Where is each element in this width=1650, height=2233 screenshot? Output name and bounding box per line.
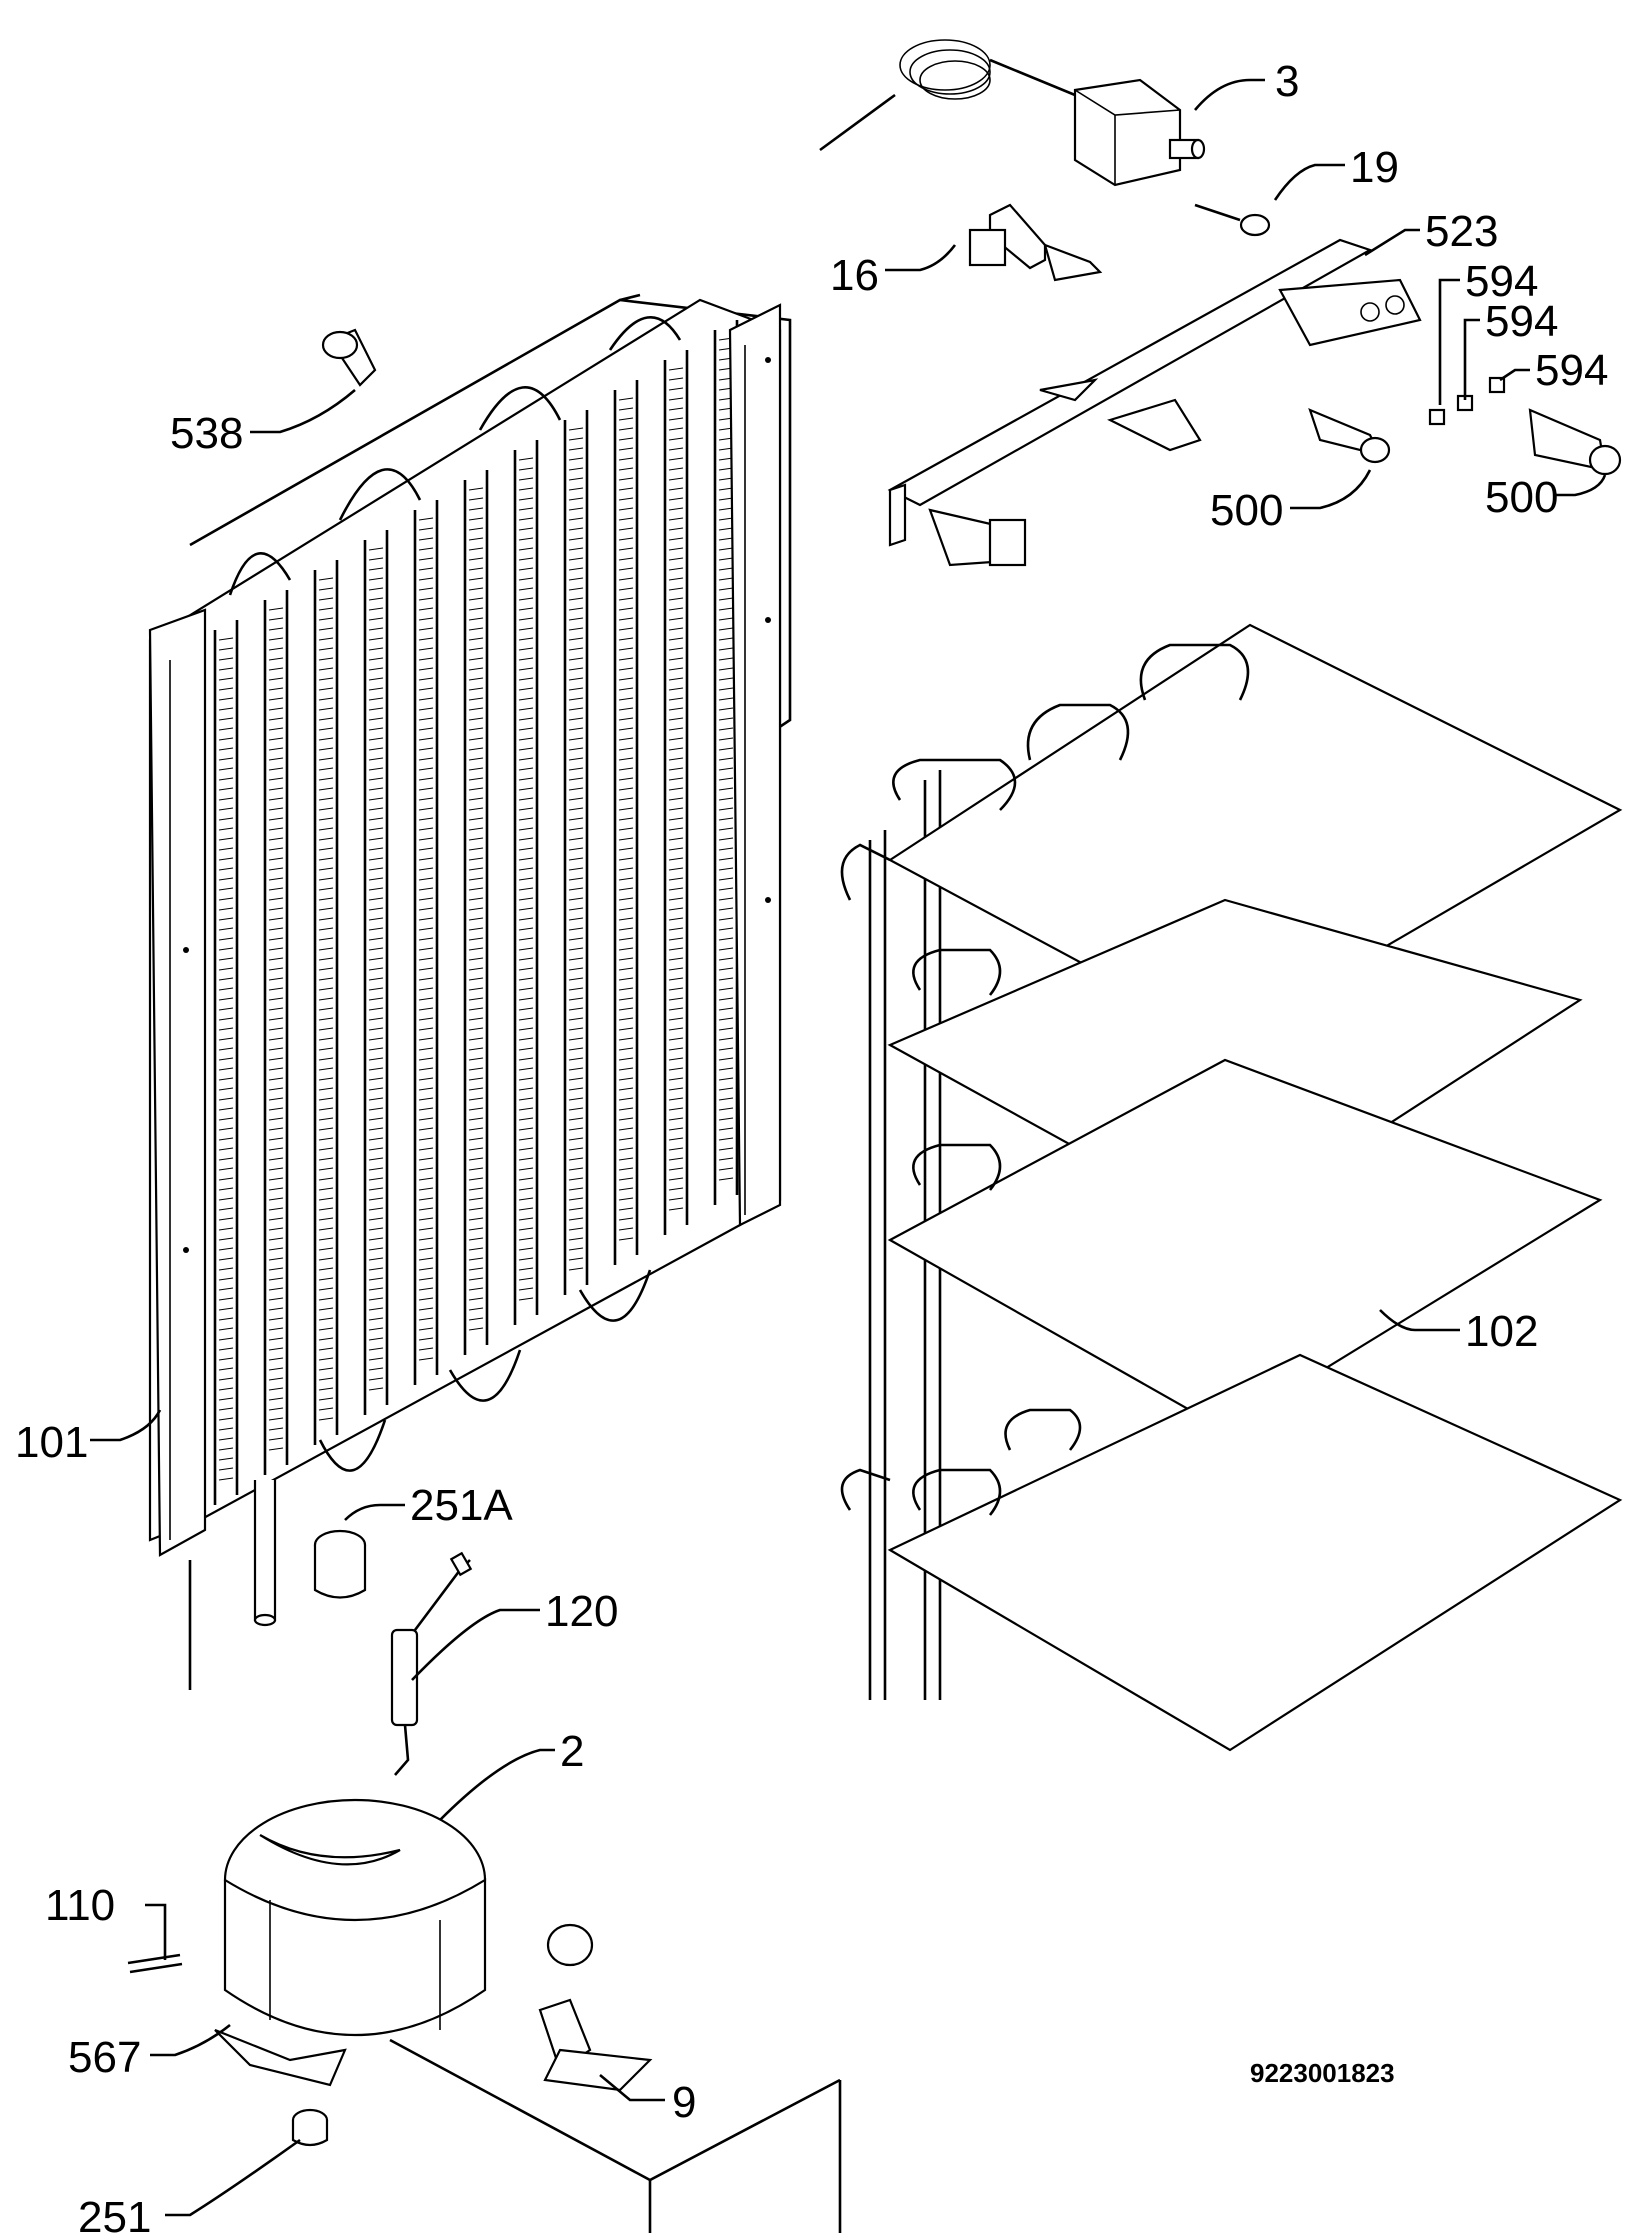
small-parts-bottom <box>127 1529 842 2233</box>
label-500-a: 500 <box>1210 486 1283 535</box>
label-2: 2 <box>560 1727 584 1776</box>
thermostat-illustration <box>819 39 1206 187</box>
leader-lines <box>90 78 1607 2217</box>
label-594-c: 594 <box>1535 346 1608 395</box>
label-523: 523 <box>1425 207 1498 256</box>
label-101: 101 <box>15 1418 88 1467</box>
label-3: 3 <box>1275 57 1299 106</box>
label-594-b: 594 <box>1485 297 1558 346</box>
label-251: 251 <box>78 2193 151 2233</box>
shelf-evaporator-illustration <box>840 623 1623 1752</box>
label-19: 19 <box>1350 143 1399 192</box>
condenser-illustration <box>148 293 792 1690</box>
label-110: 110 <box>45 1881 115 1930</box>
label-9: 9 <box>672 2078 696 2127</box>
label-16: 16 <box>830 251 879 300</box>
label-538: 538 <box>170 409 243 458</box>
label-594-a: 594 <box>1465 257 1538 306</box>
label-120: 120 <box>545 1587 618 1636</box>
small-parts-top <box>321 203 1622 567</box>
label-500-b: 500 <box>1485 473 1558 522</box>
label-567: 567 <box>68 2033 141 2082</box>
label-102: 102 <box>1465 1307 1538 1356</box>
drawing-code: 9223001823 <box>1250 2058 1395 2088</box>
label-251a: 251A <box>410 1481 513 1530</box>
